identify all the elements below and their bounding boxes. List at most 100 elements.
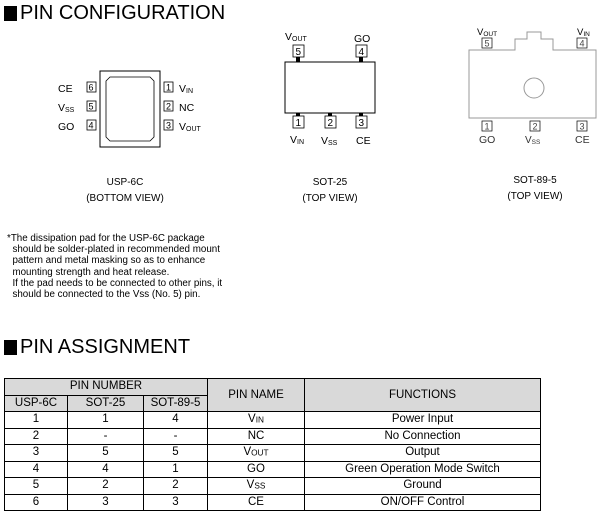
header-sot895: SOT-89-5 [143, 394, 208, 412]
cell-sot895: 4 [143, 411, 208, 429]
table-row: 6 3 3 CE ON/OFF Control [4, 493, 541, 511]
sot25-top-label-1: VOUT [285, 31, 308, 43]
sot895-pin-box [481, 37, 493, 49]
usp6c-caption: USP-6C (BOTTOM VIEW) [60, 175, 190, 207]
header-pin-number: PIN NUMBER [4, 378, 208, 396]
sot895-name: SOT-89-5 [513, 175, 557, 186]
cell-sot25: 3 [67, 493, 144, 511]
cell-usp6c: 3 [4, 444, 68, 462]
sot895-bottom-label-3: CE [575, 134, 590, 146]
cell-sot25: - [67, 427, 144, 445]
usp6c-pin-box [163, 119, 174, 131]
note-line: *The dissipation pad for the USP-6C pack… [7, 233, 205, 244]
usp6c-pad [105, 76, 155, 142]
sot895-bottom-num-1: 1 [485, 122, 490, 132]
usp6c-right-num-1: 1 [166, 83, 171, 93]
sot895-pin-box [529, 120, 541, 132]
note-line: should be solder-plated in recommended m… [7, 244, 220, 256]
sot25-bottom-num-1: 1 [296, 118, 302, 129]
sot25-pin-box [324, 115, 337, 129]
section-bullet-icon [4, 339, 17, 355]
usp6c-view: (BOTTOM VIEW) [86, 193, 164, 204]
usp6c-left-num-3: 4 [89, 121, 94, 131]
cell-sot25: 4 [67, 460, 144, 478]
sot895-view: (TOP VIEW) [507, 191, 563, 202]
usp6c-right-label-1: VIN [179, 83, 193, 95]
note-line: mounting strength and heat release. [7, 266, 170, 278]
pin-assignment-table: PIN NUMBER PIN NAME FUNCTIONS USP-6C SOT… [4, 378, 541, 511]
sot25-bottom-num-2: 2 [328, 118, 334, 129]
usp6c-diagram: CE VSS GO 6 5 4 1 2 3 VIN NC VOUT [58, 70, 202, 148]
cell-sot25: 5 [67, 444, 144, 462]
header-functions: FUNCTIONS [304, 378, 541, 412]
sot895-diagram: VOUT VIN 5 4 1 2 3 GO VSS CE [468, 27, 597, 146]
sot25-lead [328, 113, 332, 118]
cell-sot895: 2 [143, 477, 208, 495]
sot895-top-label-2: VIN [577, 27, 590, 38]
usp6c-right-label-2: NC [179, 102, 195, 114]
sot25-top-num-1: 5 [296, 47, 302, 58]
usp6c-body [99, 70, 161, 148]
cell-usp6c: 6 [4, 493, 68, 511]
cell-sot25: 2 [67, 477, 144, 495]
cell-usp6c: 5 [4, 477, 68, 495]
cell-pin-name: VOUT [207, 444, 305, 462]
table-row: 4 4 1 GO Green Operation Mode Switch [4, 460, 541, 478]
cell-function: Green Operation Mode Switch [304, 460, 541, 478]
cell-function: No Connection [304, 427, 541, 445]
usp6c-left-num-2: 5 [89, 102, 94, 112]
header-usp6c: USP-6C [4, 394, 68, 412]
sot895-bottom-num-3: 3 [580, 122, 585, 132]
usp6c-pin-box [86, 81, 97, 93]
cell-sot895: 1 [143, 460, 208, 478]
usp6c-right-label-3: VOUT [179, 121, 202, 133]
sot895-bottom-label-1: GO [479, 134, 495, 146]
pin-configuration-title: PIN CONFIGURATION [20, 2, 226, 24]
sot25-lead [359, 57, 363, 62]
usp6c-left-num-1: 6 [89, 83, 94, 93]
header-pin-name: PIN NAME [207, 378, 305, 412]
cell-usp6c: 2 [4, 427, 68, 445]
cell-pin-name: CE [207, 493, 305, 511]
header-sot25: SOT-25 [67, 394, 144, 412]
sot25-bottom-label-1: VIN [290, 134, 304, 146]
usp6c-pin-box [163, 81, 174, 93]
usp6c-pin-box [163, 100, 174, 112]
cell-pin-name: VSS [207, 477, 305, 495]
sot895-caption: SOT-89-5 (TOP VIEW) [470, 173, 600, 205]
sot25-caption: SOT-25 (TOP VIEW) [265, 175, 395, 207]
section-title-pin-configuration: PIN CONFIGURATION [4, 2, 225, 24]
cell-usp6c: 4 [4, 460, 68, 478]
table-header-row: PIN NUMBER PIN NAME FUNCTIONS [4, 378, 541, 412]
sot25-diagram: VOUT GO 5 4 1 2 3 VIN VSS CE [284, 31, 376, 147]
sot25-pin-box [355, 115, 368, 129]
usp6c-pin-box [86, 119, 97, 131]
usp6c-pin-box [86, 100, 97, 112]
note-line: pattern and metal masking so as to enhan… [7, 255, 206, 267]
note-line: should be connected to the Vss (No. 5) p… [7, 289, 201, 301]
sot895-pin-box [481, 120, 493, 132]
sot895-pin-box [576, 120, 588, 132]
sot25-body [284, 61, 376, 114]
cell-pin-name: VIN [207, 411, 305, 429]
cell-sot895: 3 [143, 493, 208, 511]
sot895-body [468, 31, 597, 119]
usp6c-right-num-3: 3 [166, 121, 171, 131]
sot895-mark-circle [523, 77, 545, 99]
usp6c-left-label-3: GO [58, 121, 74, 133]
sot25-view: (TOP VIEW) [302, 193, 358, 204]
usp6c-left-label-2: VSS [58, 102, 75, 114]
table-row: 3 5 5 VOUT Output [4, 444, 541, 462]
table-row: 5 2 2 VSS Ground [4, 477, 541, 495]
sot895-top-num-2: 4 [580, 39, 585, 49]
sot25-bottom-label-2: VSS [321, 135, 338, 147]
sot25-name: SOT-25 [312, 177, 348, 188]
cell-pin-name: GO [207, 460, 305, 478]
cell-function: Ground [304, 477, 541, 495]
table-subheader-row: USP-6C SOT-25 SOT-89-5 [4, 394, 541, 412]
sot25-lead [296, 57, 300, 62]
cell-sot895: - [143, 427, 208, 445]
cell-function: Power Input [304, 411, 541, 429]
usp6c-right-num-2: 2 [166, 102, 171, 112]
dissipation-pad-note: *The dissipation pad for the USP-6C pack… [7, 233, 222, 300]
